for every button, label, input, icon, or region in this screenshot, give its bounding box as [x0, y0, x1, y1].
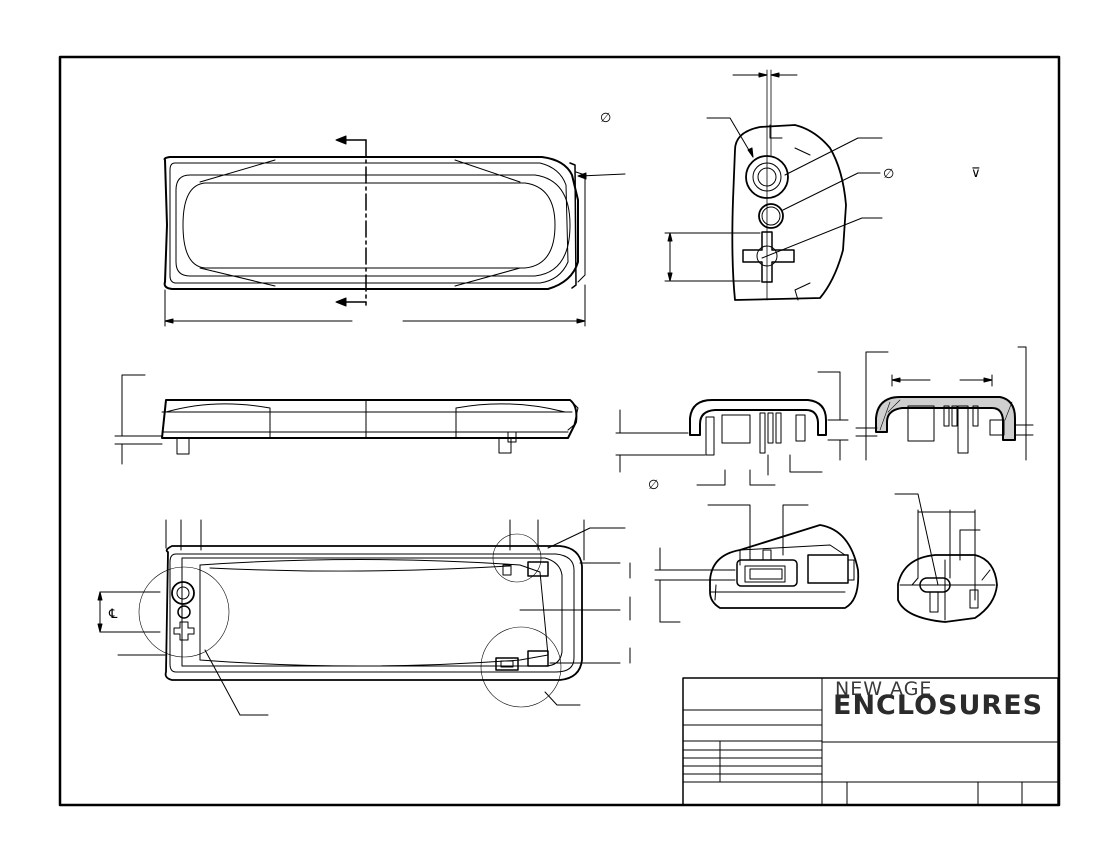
company-name-line2: ENCLOSURES	[833, 690, 1043, 721]
diameter-symbol-2: ∅	[883, 167, 894, 182]
title-block	[682, 677, 1059, 806]
section-view-right	[855, 346, 1034, 461]
top-view	[163, 135, 626, 327]
centerline-symbol: ℄	[108, 607, 118, 622]
detail-view-large	[654, 504, 860, 623]
section-view-left	[615, 371, 849, 486]
side-view	[114, 374, 579, 465]
depth-symbol: ⊽	[971, 166, 981, 181]
company-logo: NEW AGE ENCLOSURES	[833, 678, 1043, 721]
detail-view-small	[894, 493, 998, 623]
diameter-symbol-3: ∅	[648, 478, 659, 493]
end-view	[664, 69, 883, 301]
drawing-border	[58, 55, 1061, 807]
diameter-symbol-1: ∅	[600, 111, 611, 126]
bottom-view	[97, 519, 631, 716]
company-name-line1: NEW AGE	[835, 678, 932, 700]
